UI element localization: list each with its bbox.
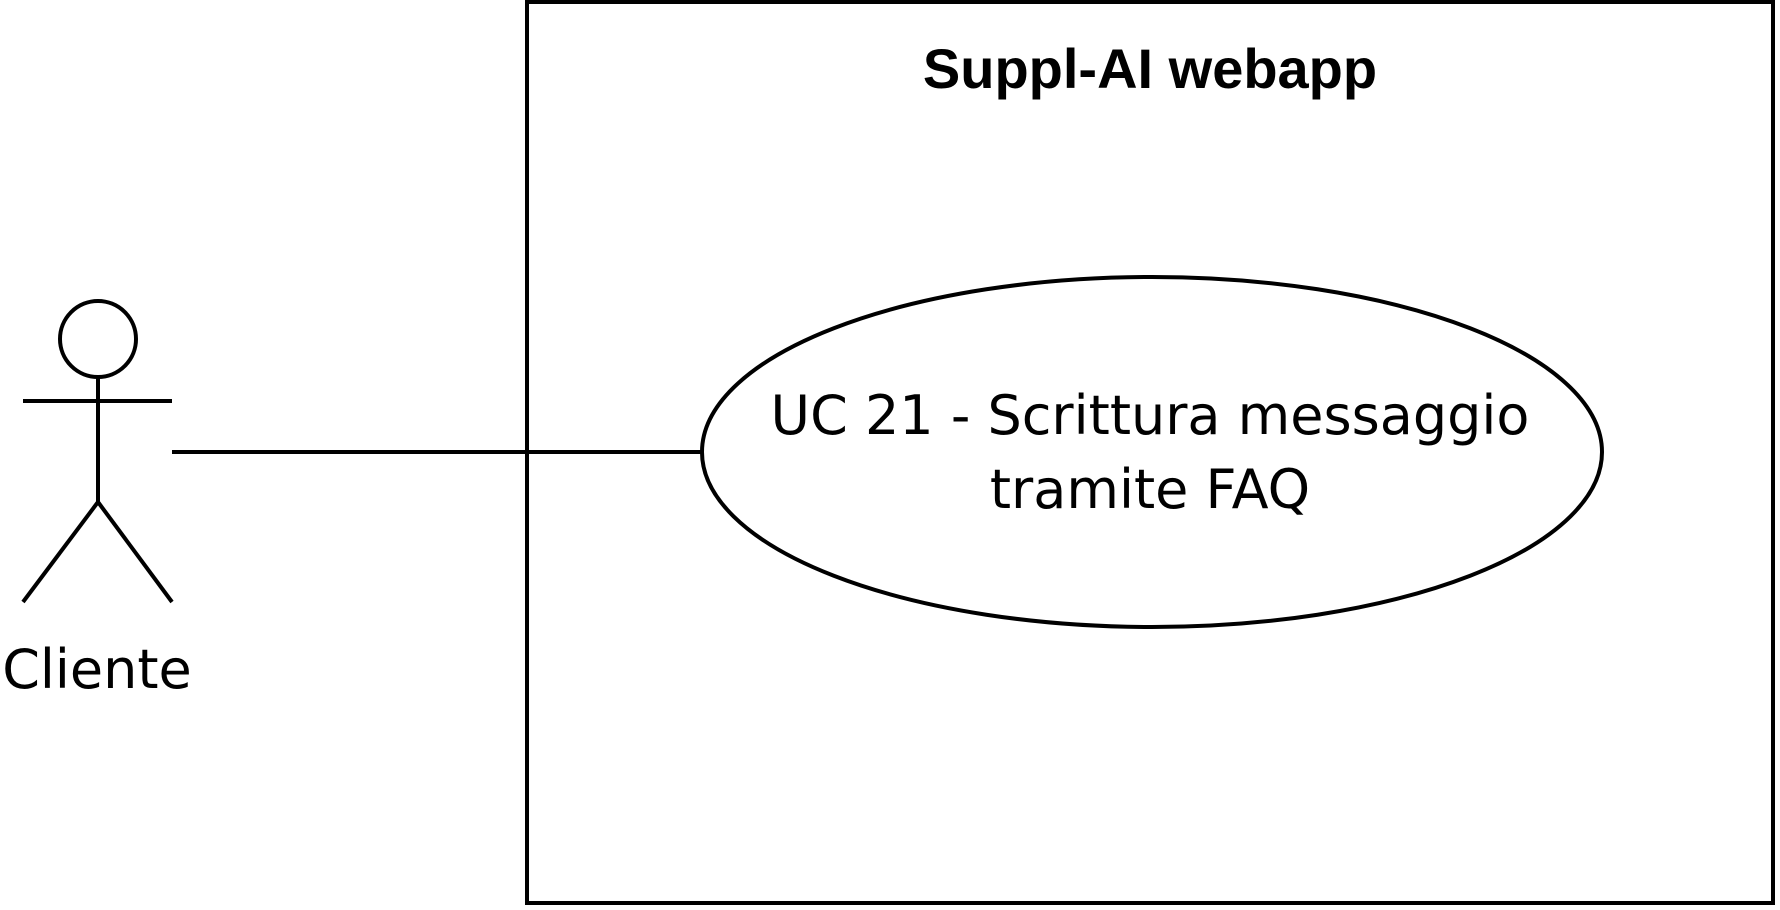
use-case-ellipse	[700, 275, 1604, 629]
actor-right-leg	[96, 500, 174, 604]
use-case-label-line1: UC 21 - Scrittura messaggio	[771, 384, 1530, 447]
actor-cliente: Cliente	[2, 299, 192, 701]
actor-left-leg	[21, 500, 100, 604]
system-boundary: Suppl-AI webapp	[525, 0, 1775, 905]
actor-label: Cliente	[2, 638, 192, 701]
use-case-uc21: UC 21 - Scrittura messaggio tramite FAQ	[700, 275, 1604, 629]
system-title: Suppl-AI webapp	[923, 37, 1377, 100]
system-boundary-box	[525, 0, 1775, 905]
actor-head	[58, 299, 138, 379]
use-case-label-line2: tramite FAQ	[990, 458, 1310, 521]
